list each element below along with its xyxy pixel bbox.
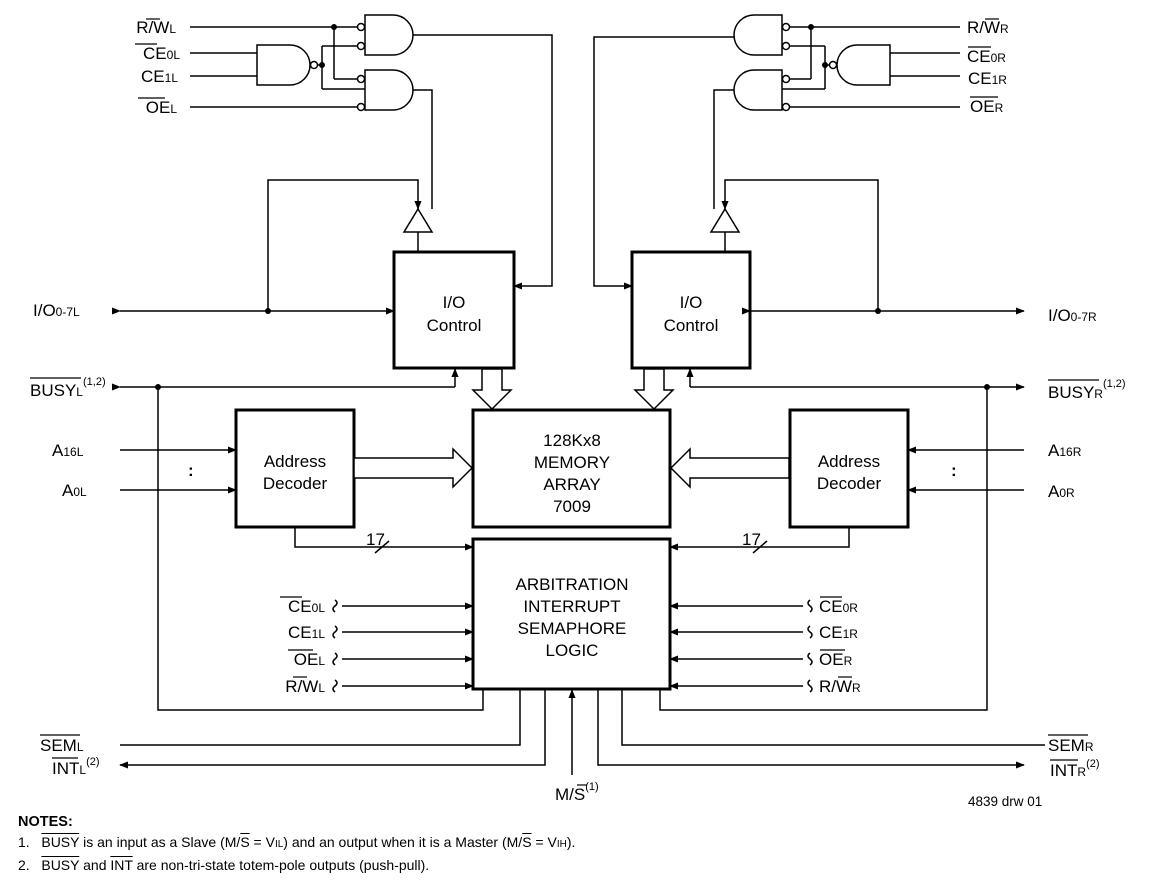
io-control-left-line1: I/O [443, 293, 466, 312]
ce1-right-label: CE1R [968, 69, 1007, 88]
arb-line3: SEMAPHORE [518, 619, 627, 638]
address-bus-arrow-right [669, 447, 790, 489]
a16-right-label: A16R [1048, 441, 1082, 460]
address-decoder-left-line1: Address [264, 452, 326, 471]
oe-left-label: OEL [146, 98, 178, 117]
left-write-gate [364, 14, 414, 56]
arb-ce0-right-label: CE0R [819, 597, 858, 616]
block-diagram: R/WL CE0L CE1L OEL I/O0-7L BUSYL(1,2) A1… [30, 14, 1126, 809]
busy-left-label: BUSYL(1,2) [30, 376, 106, 400]
right-read-gate [733, 69, 783, 111]
io-right-label: I/O0-7R [1048, 306, 1097, 325]
right-nand-ce-gate [836, 44, 891, 86]
arb-ce0-left-label: CE0L [288, 597, 325, 616]
arb-line2: INTERRUPT [523, 597, 620, 616]
int-right-label: INTR(2) [1050, 758, 1100, 780]
right-control-gates [593, 14, 960, 311]
drawing-number: 4839 drw 01 [968, 794, 1042, 809]
arb-rw-right-label: R/WR [819, 677, 861, 696]
note-2: 2. BUSY and INT are non-tri-state totem-… [18, 857, 430, 873]
notes-title: NOTES: [18, 814, 73, 830]
address-ellipsis-right: : [951, 461, 957, 480]
address-decoder-left-line2: Decoder [263, 474, 328, 493]
io-control-right-line2: Control [664, 316, 719, 335]
left-nand-ce-gate [256, 44, 311, 86]
int-line-left [119, 689, 546, 769]
address-decoder-right-line1: Address [818, 452, 880, 471]
ce0-left-label: CE0L [143, 44, 180, 63]
memory-line1: 128Kx8 [543, 431, 601, 450]
address-decoder-right-line2: Decoder [817, 474, 882, 493]
rw-right-label: R/WR [967, 18, 1009, 37]
ce0-right-label: CE0R [967, 47, 1006, 66]
data-bus-arrow-right [633, 368, 675, 411]
arb-oe-right-label: OER [819, 650, 853, 669]
io-control-right-line1: I/O [680, 293, 703, 312]
a16-left-label: A16L [52, 441, 84, 460]
a0-right-label: A0R [1048, 482, 1075, 501]
sem-line-right [621, 689, 1045, 746]
rw-left-label: R/WL [136, 18, 176, 37]
sem-line-left [120, 689, 521, 746]
address-bus-arrow-left [353, 447, 474, 489]
data-bus-arrow-left [471, 368, 513, 411]
address-to-arbitration-right [669, 527, 850, 551]
int-line-right [597, 689, 1025, 769]
sem-right-label: SEMR [1048, 736, 1094, 755]
negation-overbars [30, 18, 1099, 786]
memory-line4: 7009 [553, 497, 591, 516]
memory-array [471, 408, 672, 529]
arb-line1: ARBITRATION [515, 575, 628, 594]
oe-right-label: OER [970, 97, 1004, 116]
ms-label: M/S(1) [555, 781, 599, 804]
left-output-buffer [402, 207, 434, 233]
address-ellipsis-left: : [188, 461, 194, 480]
arbitration-logic [471, 537, 672, 691]
left-control-gates [190, 14, 553, 311]
junction-dots [155, 24, 990, 390]
left-read-gate [364, 69, 414, 111]
note-1: 1. BUSY is an input as a Slave (M/S = VI… [18, 834, 576, 850]
int-left-label: INTL(2) [52, 756, 100, 778]
notes-section: NOTES: 1. BUSY is an input as a Slave (M… [18, 812, 575, 875]
right-output-buffer [709, 207, 741, 233]
arb-ce1-left-label: CE1L [288, 623, 325, 642]
arb-ce1-right-label: CE1R [819, 623, 858, 642]
io-control-left-line2: Control [427, 316, 482, 335]
memory-line3: ARRAY [543, 475, 600, 494]
memory-line2: MEMORY [534, 453, 610, 472]
address-to-arbitration-left [294, 527, 474, 551]
arb-line4: LOGIC [546, 641, 599, 660]
bus-width-right: 17 [742, 530, 761, 549]
a0-left-label: A0L [62, 481, 87, 500]
bus-width-left: 17 [366, 530, 385, 549]
arb-oe-left-label: OEL [294, 650, 326, 669]
arb-rw-left-label: R/WL [285, 677, 325, 696]
right-write-gate [733, 14, 783, 56]
sem-left-label: SEML [40, 736, 84, 755]
io-left-label: I/O0-7L [33, 301, 80, 320]
ce1-left-label: CE1L [141, 67, 178, 86]
busy-right-label: BUSYR(1,2) [1048, 378, 1126, 402]
